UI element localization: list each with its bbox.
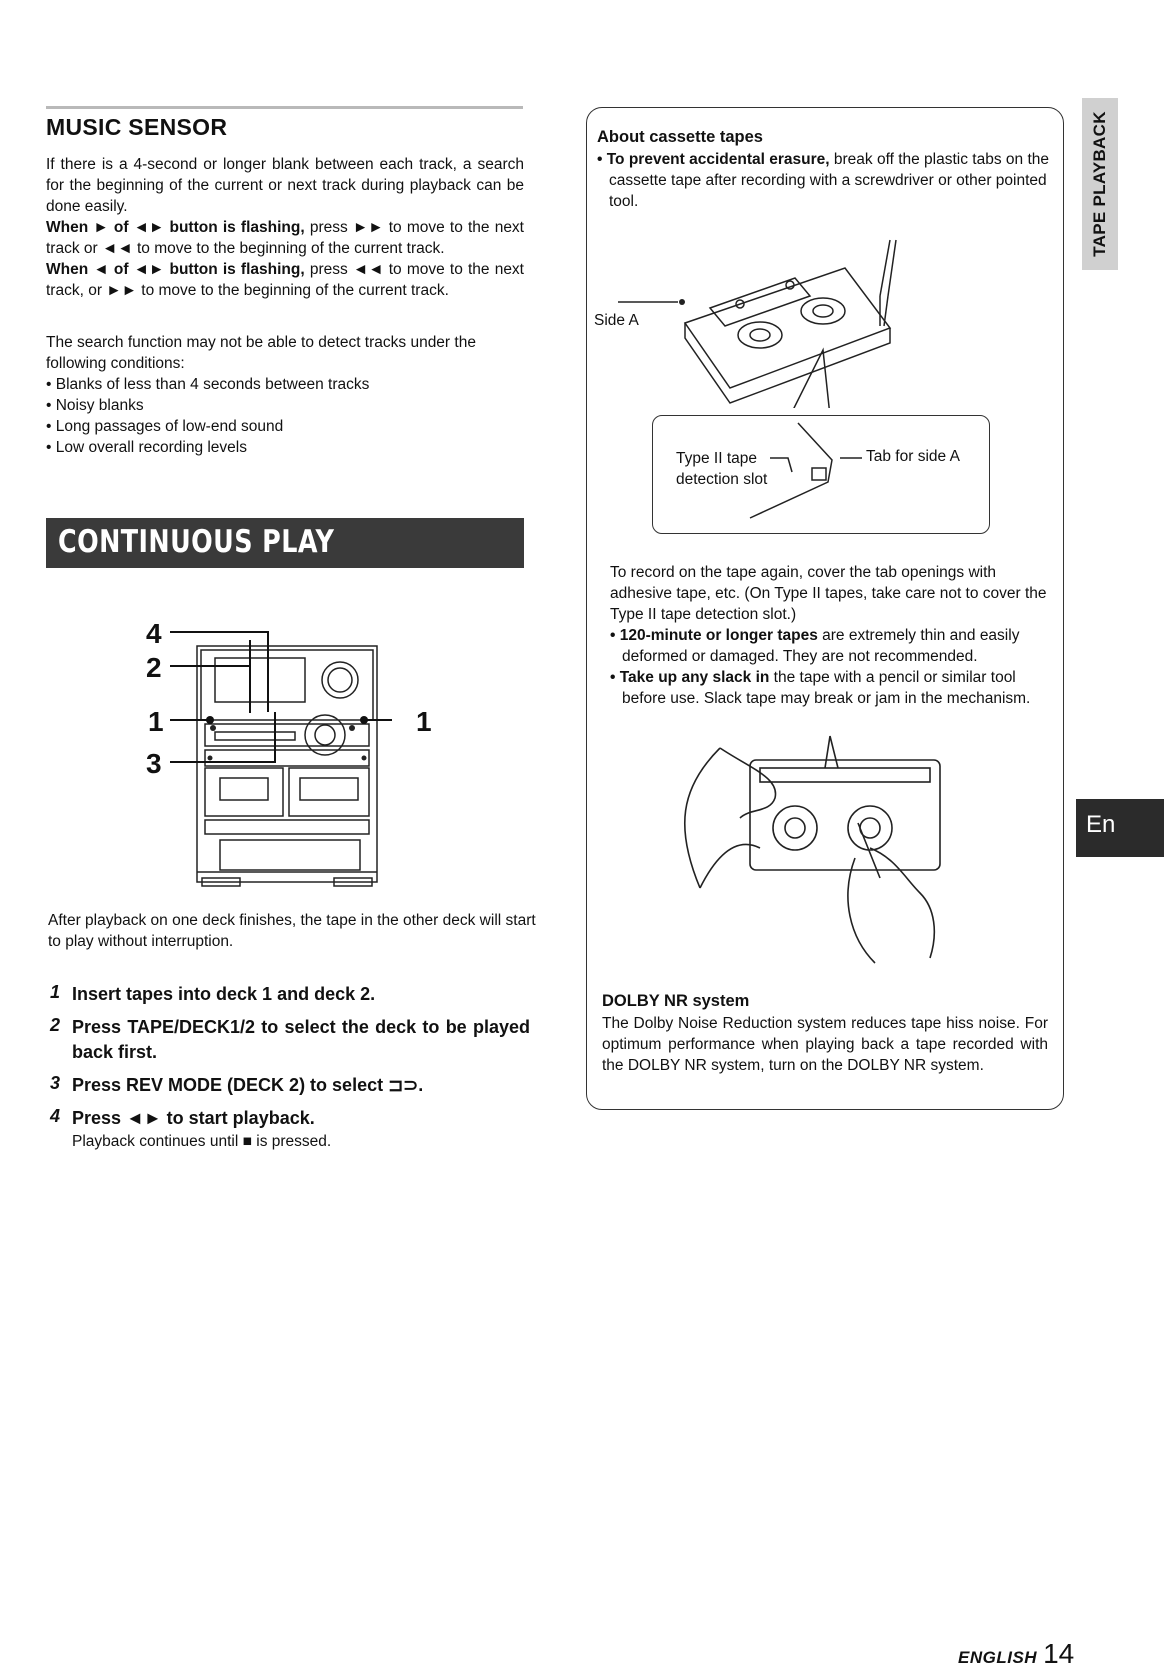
page-footer: ENGLISH 14 [958,1638,1074,1670]
callout-3: 3 [146,748,162,779]
callout-leaders [170,631,392,763]
record-again-text: To record on the tape again, cover the t… [610,564,1047,623]
step-number: 3 [50,1073,61,1093]
step-text: Press TAPE/DECK1/2 to select the deck to… [72,1017,530,1062]
cassette-illustration [618,239,897,408]
step-text: Insert tapes into deck 1 and deck 2. [72,984,376,1004]
when1-rest: press ►► to move to the next track or ◄◄… [46,219,524,257]
steps-list: 1 Insert tapes into deck 1 and deck 2. 2… [50,982,530,1160]
erasure-bullet: • To prevent accidental erasure, break o… [597,149,1057,212]
leader-4 [170,631,269,712]
type2-slot-label: Type II tape detection slot [676,450,768,488]
slack-bullet: • Take up any slack in the tape with a p… [610,667,1050,709]
take-up-slack-illustration [683,735,941,964]
step-1: 1 Insert tapes into deck 1 and deck 2. [50,982,530,1007]
language-tab: En [1076,799,1164,857]
erasure-rest: break off the plastic tabs on the casset… [609,151,1049,210]
cassette-info-box [586,107,1064,1110]
search-note: The search function may not be able to d… [46,334,476,372]
side-a-label: Side A [594,312,639,329]
left-hand [683,747,721,889]
stereo-system-illustration [196,640,378,887]
screwdriver [879,239,891,297]
music-sensor-when2: When ◄ of ◄► button is flashing, press ◄… [46,259,524,301]
right-hand [847,857,876,964]
tape-playback-side-tab: TAPE PLAYBACK [1082,98,1118,270]
step-number: 2 [50,1015,61,1035]
leader-2 [170,665,251,712]
when2-rest: press ◄◄ to move to the next track, or ►… [46,261,524,299]
side-tab-label: TAPE PLAYBACK [1090,111,1109,257]
step-4: 4 Press ◄► to start playback. Playback c… [50,1106,530,1152]
cassette-front [749,759,941,871]
callout-4: 4 [146,618,162,649]
section-divider [46,106,523,109]
conditions-list: • Blanks of less than 4 seconds between … [46,374,524,458]
callout-1-right: 1 [416,706,432,737]
music-sensor-heading: MUSIC SENSOR [46,114,228,140]
long-tape-bold: • 120-minute or longer tapes [610,627,818,644]
long-tape-rest: are extremely thin and easily deformed o… [622,627,1020,665]
list-item: • Long passages of low-end sound [46,418,284,435]
slack-bold: • Take up any slack in [610,669,770,686]
dolby-heading: DOLBY NR system [602,992,750,1010]
step-number: 1 [50,982,61,1002]
tab-detail-callout [652,415,990,534]
continuous-play-banner: CONTINUOUS PLAY [46,518,524,568]
record-tips: To record on the tape again, cover the t… [610,562,1050,709]
music-sensor-when1: When ► of ◄► button is flashing, press ►… [46,217,524,259]
callout-2: 2 [146,652,162,683]
search-conditions: The search function may not be able to d… [46,332,524,458]
cassette-body [683,267,892,389]
list-item: • Noisy blanks [46,397,144,414]
list-item: • Low overall recording levels [46,439,247,456]
leader-3 [170,712,276,763]
when1-bold: When ► of ◄► button is flashing, [46,219,305,236]
cassette-heading: About cassette tapes [597,128,763,146]
slack-rest: the tape with a pencil or similar tool b… [622,669,1031,707]
music-sensor-intro: If there is a 4-second or longer blank b… [46,156,524,215]
when2-bold: When ◄ of ◄► button is flashing, [46,261,305,278]
music-sensor-text: If there is a 4-second or longer blank b… [46,154,524,301]
stereo-body [196,645,378,883]
step-text: Press REV MODE (DECK 2) to select ⊐⊃. [72,1075,424,1095]
dolby-text: The Dolby Noise Reduction system reduces… [602,1015,1048,1074]
step-subtext: Playback continues until ■ is pressed. [72,1133,332,1150]
step-3: 3 Press REV MODE (DECK 2) to select ⊐⊃. [50,1073,530,1098]
continuous-play-title: CONTINUOUS PLAY [58,524,335,560]
footer-language: ENGLISH [958,1648,1038,1667]
list-item: • Blanks of less than 4 seconds between … [46,376,370,393]
long-tape-bullet: • 120-minute or longer tapes are extreme… [610,625,1050,667]
pencil [824,735,839,769]
language-tab-label: En [1086,811,1116,838]
page-number: 14 [1043,1638,1075,1669]
erasure-bold: • To prevent accidental erasure, [597,151,830,168]
callout-1-left: 1 [148,706,164,737]
step-number: 4 [50,1106,61,1126]
tab-side-a-label: Tab for side A [866,448,960,465]
tab-detail-illustration [749,422,862,519]
step-text: Press ◄► to start playback. [72,1108,315,1128]
step-2: 2 Press TAPE/DECK1/2 to select the deck … [50,1015,530,1065]
after-playback-text: After playback on one deck finishes, the… [48,912,536,950]
